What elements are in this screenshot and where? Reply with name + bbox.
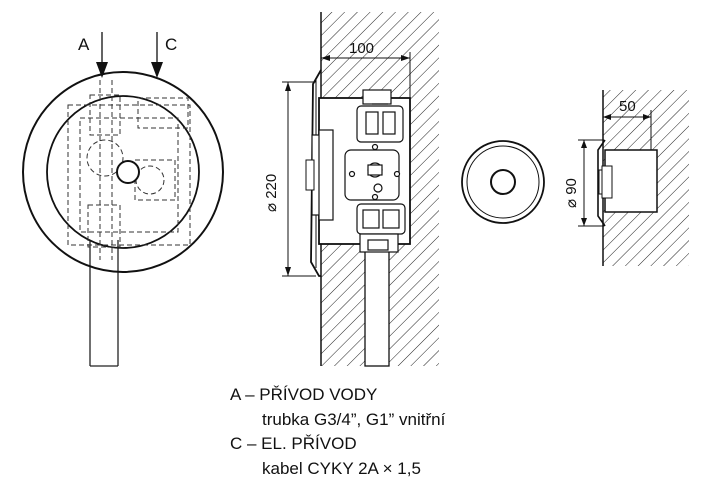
front-view: A C [22, 32, 224, 367]
dimension-220-label: ⌀ 220 [263, 174, 280, 212]
dimension-90-label: ⌀ 90 [563, 178, 580, 208]
legend: A – PŘÍVOD VODY trubka G3/4”, G1” vnitřn… [230, 383, 445, 481]
label-a: A [78, 35, 90, 54]
legend-electric-title: C – EL. PŘÍVOD [230, 434, 357, 453]
small-front-view [461, 140, 545, 224]
front-inner-circle [46, 95, 200, 249]
dimension-90: ⌀ 90 [563, 139, 604, 227]
legend-item-water: A – PŘÍVOD VODY trubka G3/4”, G1” vnitřn… [230, 383, 445, 432]
dimension-220: ⌀ 220 [263, 81, 316, 277]
dimension-100: 100 [321, 40, 411, 100]
dimension-100-label: 100 [349, 40, 374, 57]
center-valve [344, 143, 401, 201]
legend-electric-detail: kabel CYKY 2A × 1,5 [262, 458, 421, 478]
small-section-view: 50 ⌀ 90 [563, 90, 689, 266]
arrow-c [151, 32, 163, 78]
arrow-a [96, 32, 108, 78]
dimension-50-label: 50 [619, 98, 636, 115]
label-c: C [165, 35, 177, 54]
front-pipe [89, 240, 119, 367]
dimension-50: 50 [603, 98, 652, 150]
section-view: 100 ⌀ 220 [263, 12, 439, 367]
legend-water-title: A – PŘÍVOD VODY [230, 385, 378, 404]
front-outer-circle [22, 71, 224, 273]
front-center-hole [116, 160, 140, 184]
legend-item-electric: C – EL. PŘÍVOD kabel CYKY 2A × 1,5 [230, 432, 445, 481]
upper-fitting [356, 89, 404, 143]
legend-water-detail: trubka G3/4”, G1” vnitřní [262, 409, 446, 429]
lower-fitting [356, 203, 406, 253]
cover-plate [310, 69, 322, 277]
